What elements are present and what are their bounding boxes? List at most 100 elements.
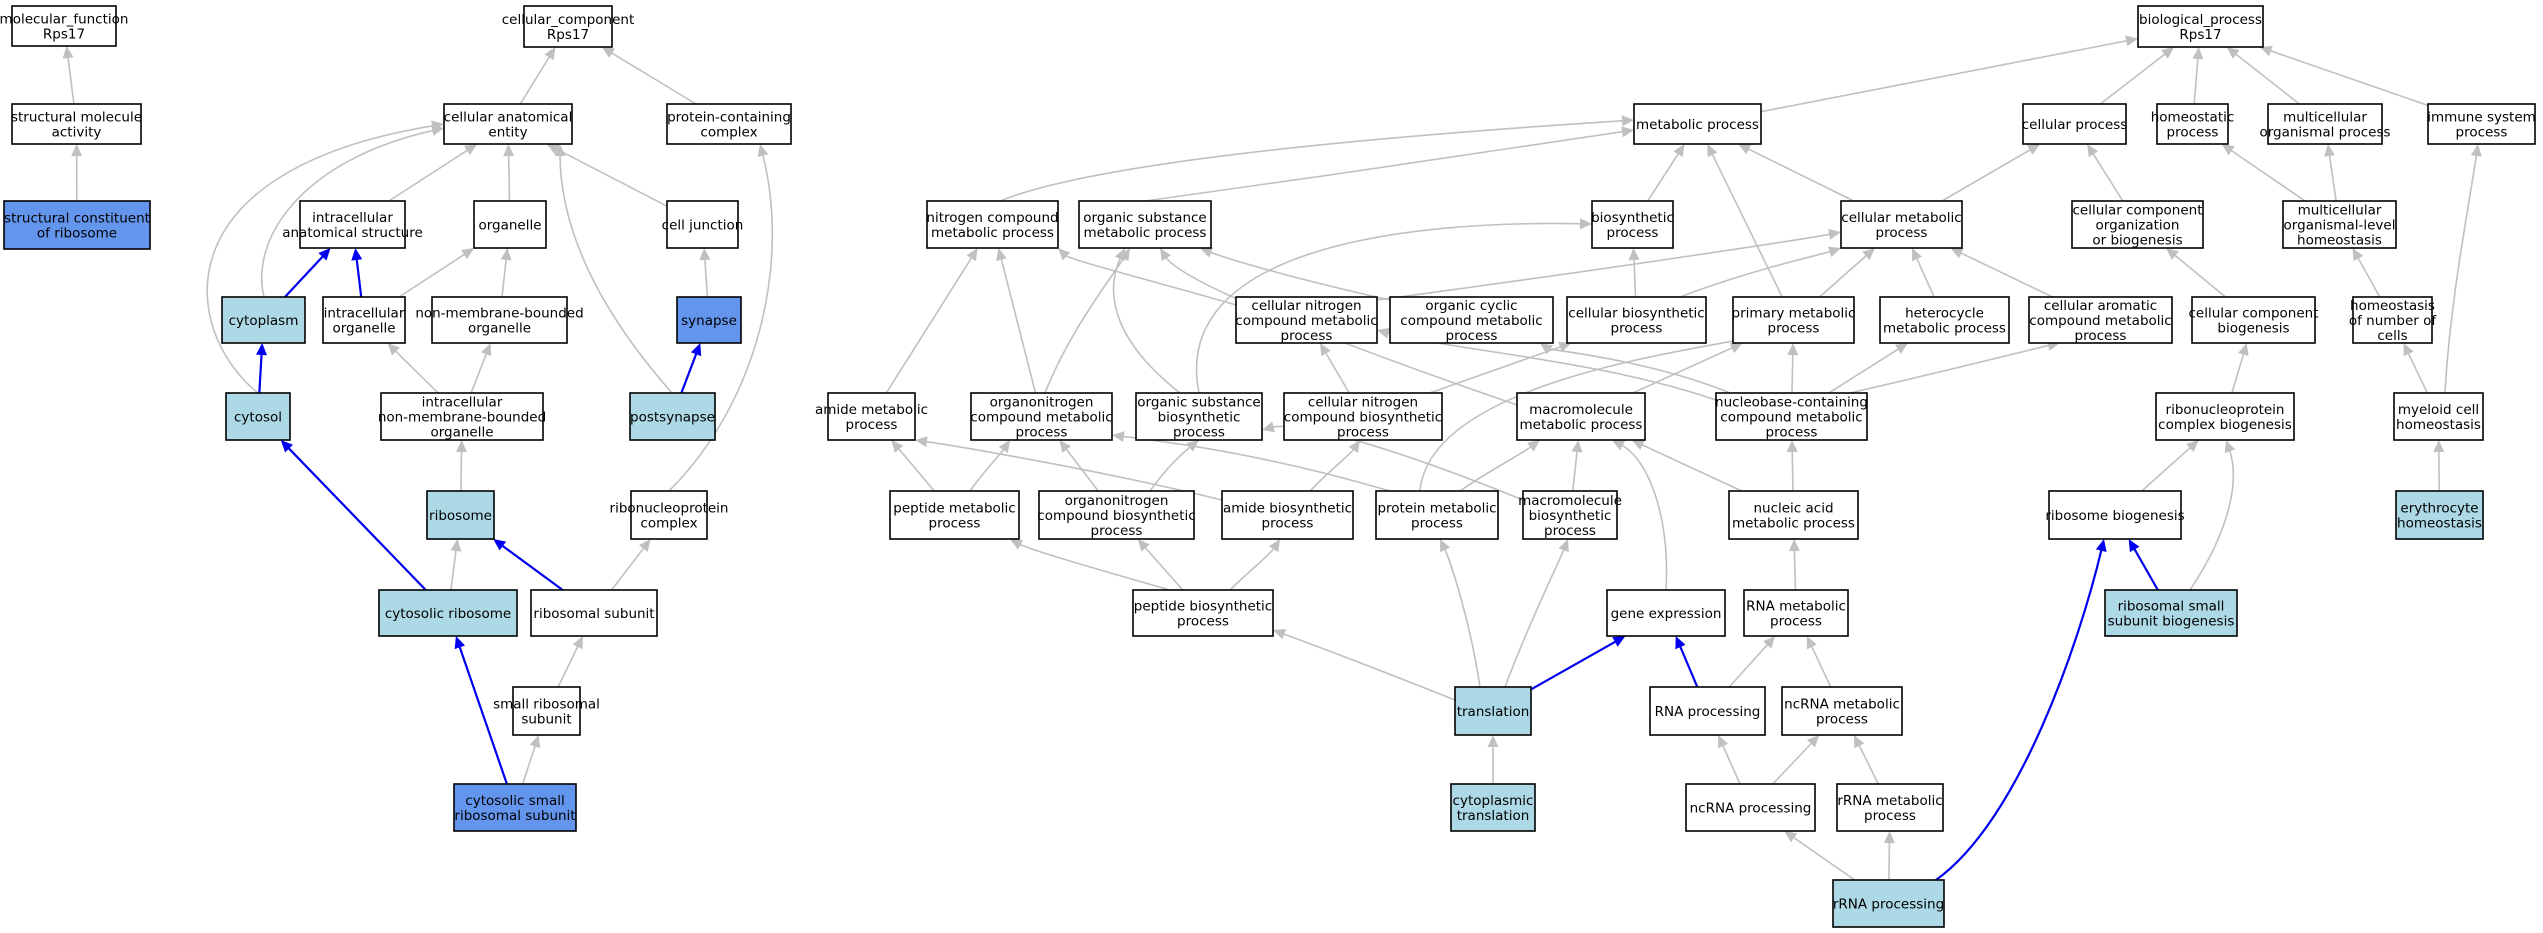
- node-cytosol[interactable]: cytosol: [225, 392, 291, 441]
- node-label-line: process: [1816, 712, 1868, 728]
- node-label-line: metabolic process: [1084, 225, 1207, 241]
- edge-amide_met-to-nitrogen_compound_met: [885, 248, 978, 394]
- node-label-line: intracellular: [422, 395, 503, 411]
- node-label-line: cellular biosynthetic: [1568, 306, 1704, 322]
- node-cell-junction[interactable]: cell junction: [662, 200, 744, 249]
- node-box: [1135, 392, 1263, 441]
- edge-arrowhead: [431, 120, 444, 132]
- node-cytoplasm[interactable]: cytoplasm: [221, 296, 306, 344]
- node-organelle[interactable]: organelle: [473, 200, 547, 249]
- edge-line: [470, 352, 488, 394]
- edge-cytoplasm-to-intracell_anat: [284, 248, 331, 298]
- edge-arrowhead: [1440, 539, 1451, 553]
- edge-arrowhead: [1729, 342, 1743, 353]
- node-synapse[interactable]: synapse: [676, 296, 742, 344]
- edge-cell_biosynthetic-to-biosynthetic_process: [1628, 248, 1640, 298]
- edge-cell_biosynthetic-to-cellular_met_process: [1679, 246, 1841, 298]
- edge-arrowhead: [2221, 144, 2235, 156]
- node-metabolic-process[interactable]: metabolic process: [1633, 103, 1762, 145]
- node-label-line: multicellular: [2283, 110, 2367, 126]
- node-ribosomal-subunit[interactable]: ribosomal subunit: [530, 589, 658, 637]
- node-rna-processing[interactable]: RNA processing: [1649, 686, 1766, 736]
- node-label-line: or biogenesis: [2092, 233, 2182, 249]
- edge-line: [2234, 52, 2300, 105]
- node-label-line: biosynthetic: [1591, 210, 1674, 226]
- edge-line: [450, 548, 457, 591]
- edge-arrowhead: [1612, 636, 1626, 647]
- node-label-line: ribosome: [429, 508, 492, 524]
- node-label-line: process: [1611, 321, 1663, 337]
- node-rrna-processing[interactable]: rRNA processing: [1832, 879, 1945, 928]
- node-postsynapse[interactable]: postsynapse: [629, 392, 716, 441]
- edge-line: [458, 645, 508, 785]
- node-cellular-process[interactable]: cellular process: [2022, 103, 2128, 145]
- node-ncrna-processing[interactable]: ncRNA processing: [1685, 783, 1816, 832]
- node-label-line: cellular metabolic: [1841, 210, 1961, 226]
- node-ribosome-biogenesis[interactable]: ribosome biogenesis: [2045, 490, 2185, 540]
- node-label-line: ncRNA metabolic: [1784, 697, 1900, 713]
- node-ribosome[interactable]: ribosome: [426, 490, 495, 540]
- node-label-line: cellular component: [2188, 306, 2318, 322]
- node-translation[interactable]: translation: [1454, 686, 1532, 736]
- node-cytosolic-ribosome[interactable]: cytosolic ribosome: [378, 589, 518, 637]
- edge-arrowhead: [1950, 248, 1964, 259]
- node-gene-expression[interactable]: gene expression: [1606, 589, 1726, 637]
- edge-cytosol-to-cytoplasm: [256, 343, 267, 394]
- node-intracell-nonmem[interactable]: intracellularnon-membrane-boundedorganel…: [378, 392, 546, 441]
- edge-arrowhead: [1160, 248, 1172, 262]
- node-label-line: process: [1262, 516, 1314, 532]
- node-box: [2282, 200, 2397, 249]
